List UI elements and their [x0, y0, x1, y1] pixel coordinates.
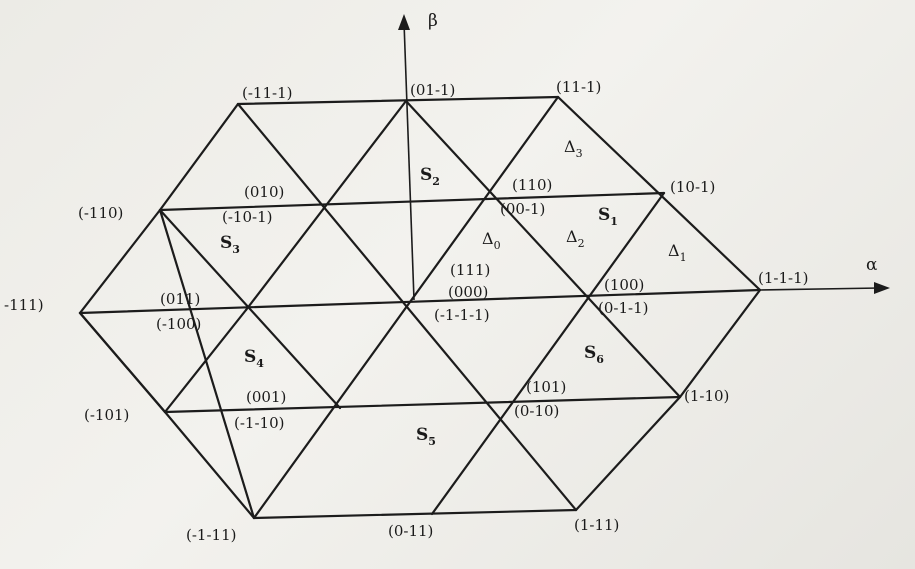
triangle-label-delta1: Δ1 [668, 241, 687, 264]
vector-label: (0-10) [514, 402, 559, 420]
vector-label: (01-1) [410, 81, 455, 99]
grid-diagonal-a4 [158, 208, 342, 410]
sector-label-s2: S2 [420, 165, 440, 188]
vector-label: (10-1) [670, 178, 715, 196]
alpha-axis-label: α [866, 255, 878, 275]
grid-diagonal-b2 [244, 99, 408, 312]
vector-label: (00-1) [500, 200, 545, 218]
sector-label-s5: S5 [416, 425, 436, 448]
vector-label: (-100) [156, 315, 201, 333]
alpha-arrowhead [874, 282, 890, 294]
vector-label: (100) [604, 276, 644, 294]
grid-diagonal-a3 [158, 208, 256, 520]
vector-label: (-11-1) [242, 84, 292, 102]
triangle-label-delta2: Δ2 [566, 227, 585, 250]
beta-axis [403, 21, 415, 301]
triangle-label-delta3: Δ3 [564, 137, 583, 160]
vector-label: (011) [160, 290, 200, 308]
vector-label: (-1-10) [234, 414, 284, 432]
grid-diagonal-b1 [252, 95, 560, 520]
alpha-axis [759, 287, 881, 291]
sector-label-s4: S4 [244, 347, 264, 370]
vector-label: (11-1) [556, 78, 601, 96]
vector-label: (-110) [78, 204, 123, 222]
vector-label: (101) [526, 378, 566, 396]
beta-axis-label: β [428, 11, 438, 31]
vector-label: (-1-1-1) [434, 306, 490, 324]
grid-line-lower [163, 395, 682, 414]
vector-label: (111) [450, 261, 490, 279]
vector-label: (000) [448, 283, 488, 301]
vector-label: (1-10) [684, 387, 729, 405]
vector-label: (010) [244, 183, 284, 201]
triangle-label-delta0: Δ0 [482, 229, 501, 252]
vector-label: (110) [512, 176, 552, 194]
vector-label: (1-11) [574, 516, 619, 534]
grid-diagonal-a5 [78, 311, 167, 414]
vector-label: (-10-1) [222, 208, 272, 226]
grid-diagonal-b4 [163, 308, 248, 414]
grid-diagonal-a2 [404, 99, 682, 399]
grid-line-middle [78, 288, 762, 315]
vector-label: -111) [4, 296, 44, 314]
sector-label-s3: S3 [220, 233, 240, 256]
vector-label: (1-1-1) [758, 269, 808, 287]
grid-line-upper [158, 191, 666, 212]
vector-label: (-101) [84, 406, 129, 424]
vector-label: (0-1-1) [598, 299, 648, 317]
beta-arrowhead [398, 14, 410, 30]
vector-label: (001) [246, 388, 286, 406]
grid-diagonal-b3 [430, 191, 666, 516]
sector-label-s1: S1 [598, 205, 618, 228]
vector-label: (0-11) [388, 522, 433, 540]
sector-label-s6: S6 [584, 343, 604, 366]
vector-label: (-1-11) [186, 526, 236, 544]
